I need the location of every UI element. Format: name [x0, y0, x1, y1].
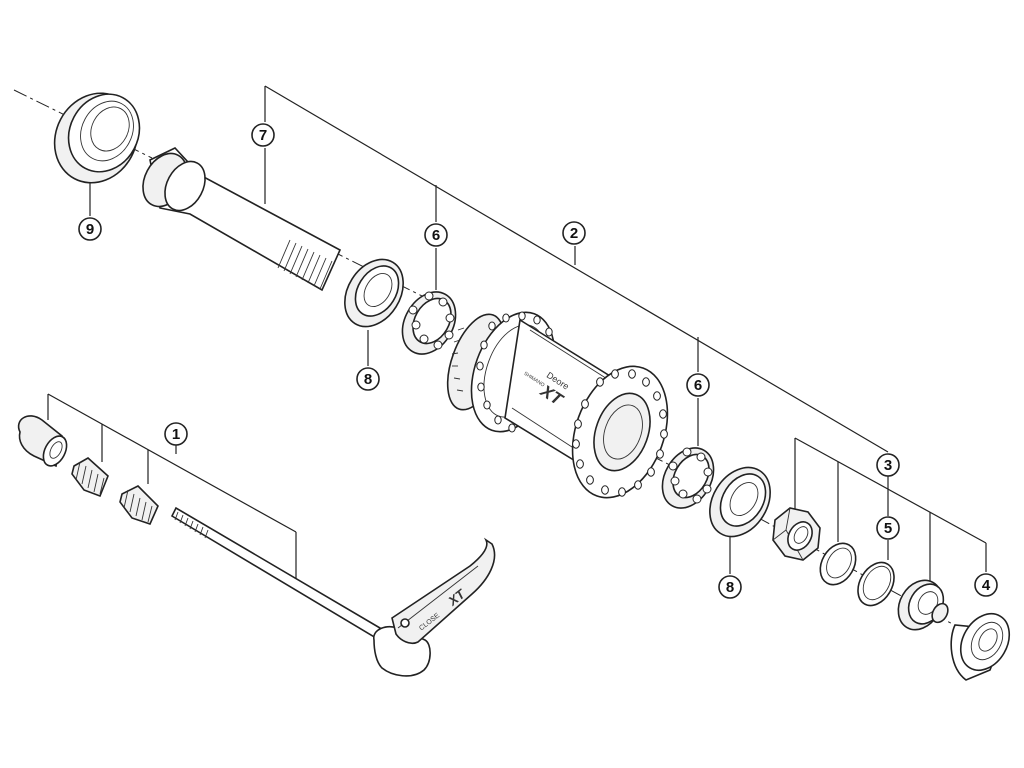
callout-5-label: 5 — [884, 520, 892, 537]
callout-3-label: 3 — [884, 457, 892, 474]
quick-release: CLOSE XT — [17, 415, 496, 677]
end-cap-left — [53, 92, 141, 184]
callout-9-label: 9 — [86, 221, 94, 238]
bearing-right — [661, 447, 715, 509]
callout-6-right: 6 — [686, 373, 710, 397]
seal-right — [709, 466, 771, 538]
callout-1-label: 1 — [172, 426, 180, 443]
callout-2-label: 2 — [570, 225, 578, 242]
callout-9: 9 — [78, 217, 102, 241]
washer — [819, 542, 857, 586]
qr-spring-1 — [71, 457, 109, 498]
callout-8-left-label: 8 — [364, 371, 372, 388]
bearing-left — [401, 291, 457, 355]
seal-left — [344, 258, 404, 328]
callout-7: 7 — [251, 123, 275, 147]
end-cap-right — [950, 612, 1011, 681]
qr-skewer-rod — [170, 506, 381, 640]
callout-3: 3 — [876, 453, 900, 477]
axle — [142, 147, 342, 292]
callout-2: 2 — [562, 221, 586, 245]
callout-lines — [47, 85, 987, 584]
callout-5: 5 — [876, 516, 900, 540]
spacer-ring — [857, 561, 895, 607]
callout-7-label: 7 — [259, 127, 267, 144]
qr-spring-2 — [119, 485, 159, 525]
callout-8-right: 8 — [718, 575, 742, 599]
callout-6-left: 6 — [424, 223, 448, 247]
callout-6-left-label: 6 — [432, 227, 440, 244]
lock-nut — [772, 507, 821, 561]
cone — [897, 579, 949, 631]
hub-body: Deore XT SHIMANO — [446, 311, 669, 499]
axle-threads — [277, 239, 333, 290]
callout-6-right-label: 6 — [694, 377, 702, 394]
callout-4-label: 4 — [982, 577, 991, 594]
callout-4: 4 — [974, 573, 998, 597]
callout-8-left: 8 — [356, 367, 380, 391]
callout-1: 1 — [164, 422, 188, 446]
qr-cam-lever: CLOSE XT — [373, 537, 496, 677]
callout-8-right-label: 8 — [726, 579, 734, 596]
qr-adjusting-nut — [17, 415, 68, 468]
